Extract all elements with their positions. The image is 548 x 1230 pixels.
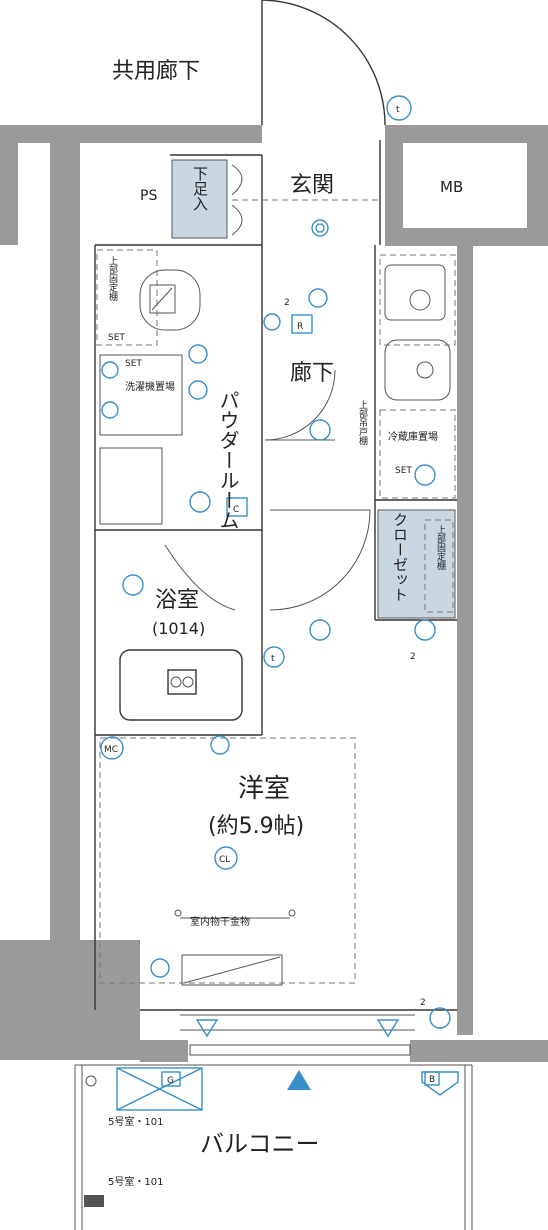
powder-room-label: パウダールーム [216, 390, 240, 530]
bathroom-label: 浴室 [155, 588, 199, 613]
set-label-1: SET [125, 359, 142, 369]
wall-mb-right [527, 125, 548, 245]
downlight-icon [309, 619, 331, 641]
wall-left-bottom [0, 940, 140, 1060]
g-letter: G [167, 1076, 174, 1086]
r-icon [291, 314, 313, 334]
walls [0, 125, 548, 1062]
g-icon [161, 1071, 181, 1087]
western-room-label: 洋室 [238, 774, 290, 804]
mc-letter: MC [104, 745, 118, 755]
washer-space-label: 洗濯機置場 [125, 380, 175, 393]
upper-shelf-label-1: 上部固定棚 [107, 256, 118, 302]
wall-bottom-left [140, 1040, 188, 1062]
bathroom-size: (1014) [152, 619, 205, 638]
shoe-box-label: 下足入 [191, 166, 209, 211]
outlet-icon [263, 313, 281, 331]
room-number-2: 5号室・101 [108, 1175, 163, 1188]
b-arrow-icon [421, 1071, 459, 1096]
mb-label: MB [440, 178, 463, 196]
hallway-label: 廊下 [290, 361, 334, 386]
balcony-direction-icon [287, 1070, 311, 1090]
partitions [74, 140, 473, 1230]
switch-icon [308, 288, 328, 308]
bath-light-icon [122, 574, 144, 596]
indoor-drying-label: 室内物干金物 [190, 915, 250, 928]
count-label-1: 2 [284, 298, 290, 308]
outlet-icon [414, 619, 436, 641]
outlet-icon [414, 464, 436, 486]
set-label-2: SET [395, 466, 412, 476]
wall-mb-left [385, 125, 403, 245]
wall-right [457, 245, 473, 1035]
upper-shelf-label-3: 上部固定棚 [435, 525, 446, 571]
closet-label: クローゼット [391, 512, 409, 602]
fixtures [99, 264, 451, 986]
switch-icon [210, 735, 230, 755]
wall-bottom-right [410, 1040, 548, 1062]
wall-top-left [0, 125, 262, 143]
western-room-size: (約5.9帖) [208, 814, 304, 839]
c-icon [226, 497, 248, 517]
b-icon [424, 1071, 440, 1086]
outlet-icon [101, 401, 119, 419]
ceiling-light-icon [311, 219, 329, 237]
closet-box [377, 509, 456, 619]
room-number-1: 5号室・101 [108, 1115, 163, 1128]
set-label-3: SET [108, 333, 125, 343]
t-top-letter: t [396, 105, 400, 115]
upper-shelf-label-2: 上部吊戸棚 [357, 400, 368, 446]
t-top-icon [386, 95, 412, 121]
wall-left-column [50, 125, 80, 945]
gas-box-icon [116, 1067, 203, 1111]
cl-letter: CL [219, 855, 230, 865]
ps-label: PS [140, 188, 157, 204]
mep-symbols [84, 95, 459, 1207]
t-mid-letter: t [271, 654, 275, 664]
count-label-2: 2 [410, 652, 416, 662]
downlight-icon [188, 380, 208, 400]
count-label-3: 2 [420, 998, 426, 1008]
drain-icon [84, 1195, 104, 1207]
wall-mb-bottom [385, 228, 548, 246]
b-letter: B [429, 1075, 435, 1085]
c-letter: C [233, 505, 239, 515]
shoe-box [171, 159, 228, 239]
fridge-space-label: 冷蔵庫置場 [388, 430, 438, 443]
cl-icon [214, 846, 238, 870]
outlet-icon [429, 1007, 451, 1029]
downlight-icon [189, 491, 211, 513]
t-mid-icon [263, 646, 285, 668]
switch-icon [188, 344, 208, 364]
outlet-icon [150, 958, 170, 978]
outlet-icon [101, 361, 119, 379]
downlight-icon [309, 419, 331, 441]
shared-corridor-label: 共用廊下 [112, 59, 200, 84]
wall-top-right [385, 125, 548, 143]
entrance-label: 玄関 [290, 173, 334, 198]
doors [164, 0, 386, 611]
mc-icon [100, 736, 124, 760]
balcony-label: バルコニー [200, 1130, 320, 1158]
r-letter: R [297, 322, 303, 332]
wall-left-top [0, 125, 18, 245]
